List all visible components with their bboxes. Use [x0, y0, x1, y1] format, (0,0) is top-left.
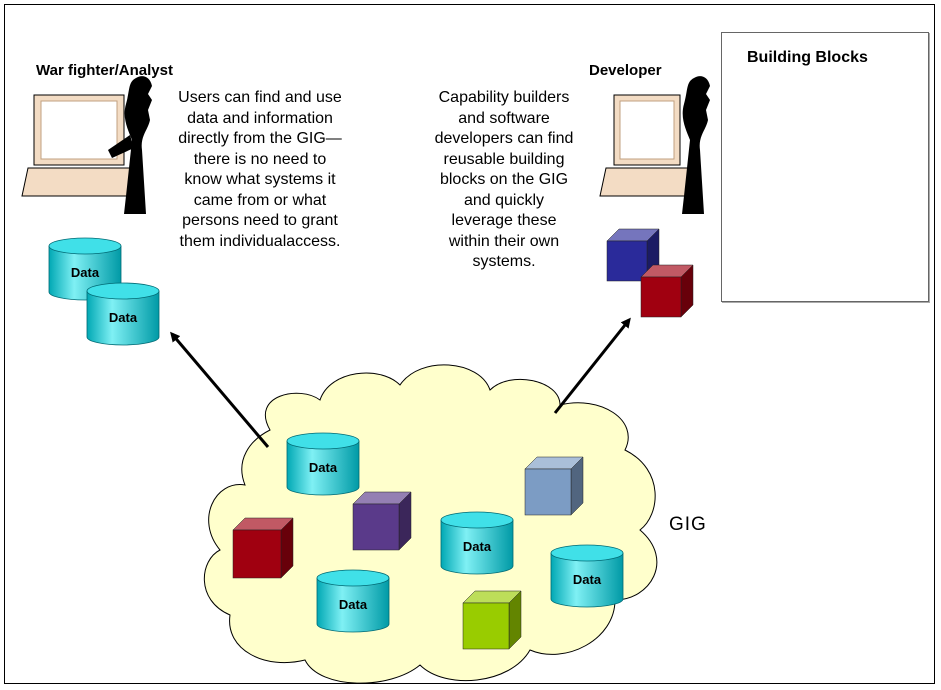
developer-line: blocks on the GIG: [439, 171, 569, 188]
building-block-cube-icon: [640, 264, 694, 318]
developer-title: Developer: [589, 62, 662, 79]
warfighter-line: there is no need to: [193, 150, 327, 168]
building-block-cube-icon: [352, 491, 412, 551]
gig-label: GIG: [669, 514, 707, 535]
data-store-icon: Data: [286, 432, 360, 496]
developer-line: and quickly: [463, 191, 545, 209]
data-label: Data: [463, 539, 492, 554]
developer-workstation-icon: [599, 76, 710, 214]
developer-line: and software: [458, 109, 550, 127]
warfighter-workstation-icon: [21, 76, 152, 214]
data-store-icon: Data: [316, 569, 390, 633]
data-label: Data: [109, 310, 138, 325]
warfighter-line: them individualaccess.: [179, 232, 341, 250]
warfighter-line: directly from the GIG—: [178, 130, 342, 147]
developer-line: reusable building: [443, 150, 565, 168]
warfighter-title: War fighter/Analyst: [36, 62, 173, 79]
warfighter-line: Users can find and use: [178, 89, 342, 106]
data-label: Data: [573, 572, 602, 587]
arrow-to-warfighter: [170, 331, 270, 448]
warfighter-description: Users can find and use data and informat…: [140, 88, 380, 252]
developer-line: developers can find: [434, 130, 574, 147]
data-store-icon: Data: [550, 544, 624, 608]
developer-description: Capability builders and software develop…: [400, 88, 608, 273]
data-label: Data: [309, 460, 338, 475]
data-store-icon: Data: [440, 511, 514, 575]
warfighter-line: came from or what: [193, 191, 327, 209]
developer-line: leverage these: [451, 212, 557, 229]
building-block-cube-icon: [524, 456, 584, 516]
building-block-cube-icon: [462, 590, 522, 650]
developer-line: within their own: [448, 232, 560, 250]
building-blocks-panel: [721, 32, 929, 302]
developer-line: systems.: [472, 253, 536, 270]
warfighter-line: know what systems it: [184, 171, 336, 188]
data-label: Data: [71, 265, 100, 280]
data-label: Data: [339, 597, 368, 612]
data-store-icon: Data: [86, 282, 160, 346]
building-blocks-title: Building Blocks: [747, 49, 868, 66]
building-block-cube-icon: [232, 517, 294, 579]
warfighter-line: data and information: [187, 109, 333, 127]
developer-line: Capability builders: [438, 89, 570, 106]
arrow-to-developer: [553, 317, 631, 414]
warfighter-line: persons need to grant: [182, 212, 338, 229]
